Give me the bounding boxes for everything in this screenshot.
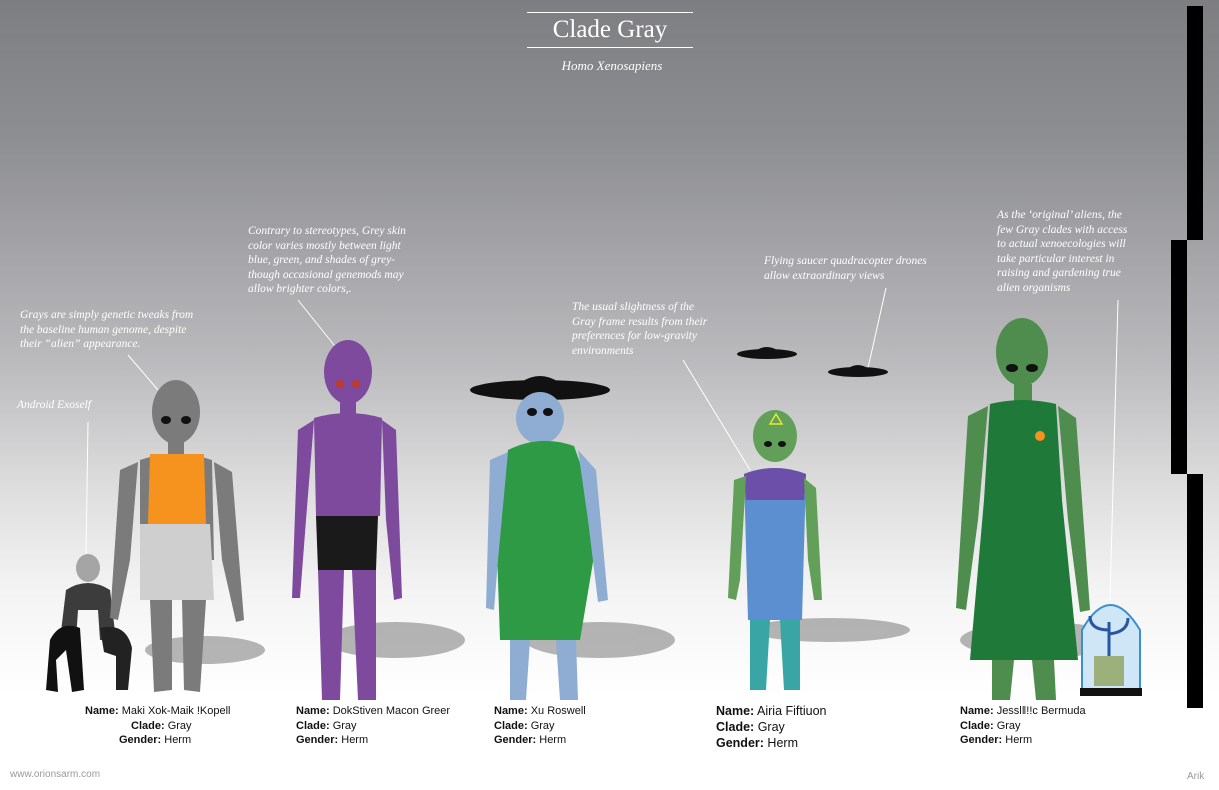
note-line: though occasional genemods may [248, 268, 404, 281]
note-frame: The usual slightness of the Gray frame r… [572, 300, 707, 358]
character-name: Maki Xok-Maik !Kopell [121, 705, 231, 717]
note-line: to actual xenoecologies will [997, 238, 1126, 250]
gender-field-label: Gender: [296, 734, 339, 746]
gender-field-label: Gender: [494, 734, 537, 746]
gender-field-label: Gender: [716, 736, 764, 750]
character-clade: Gray [530, 719, 555, 732]
title-rule-bottom [527, 47, 693, 48]
character-label-jessl: Name: Jesslǁ!!c Bermuda Clade: Gray Gend… [960, 704, 1086, 748]
character-clade: Gray [757, 720, 785, 734]
note-line: few Gray clades with access [997, 223, 1128, 236]
clade-field-label: Clade: [494, 719, 528, 732]
note-line: color varies mostly between light [248, 239, 401, 252]
character-gender: Herm [539, 734, 567, 746]
character-name: DokStiven Macon Greer [332, 705, 451, 717]
character-name: Xu Roswell [530, 705, 586, 717]
name-field-label: Name: [85, 705, 119, 717]
note-line: Grays are simply genetic tweaks from [20, 309, 194, 321]
clade-field-label: Clade: [296, 719, 330, 732]
gender-field-label: Gender: [119, 734, 162, 746]
character-gender: Herm [767, 736, 798, 750]
note-original: As the ‘original’ aliens, the few Gray c… [997, 208, 1127, 295]
note-line: The usual slightness of the [572, 301, 695, 313]
figure-airia [728, 410, 822, 690]
character-label-maki: Name: Maki Xok-Maik !Kopell Clade: Gray … [85, 704, 231, 748]
note-line: Gray frame results from their [572, 315, 708, 328]
clade-field-label: Clade: [716, 720, 755, 734]
note-line: As the ‘original’ aliens, the [997, 209, 1122, 221]
note-saucer: Flying saucer quadracopter drones allow … [764, 254, 927, 283]
note-grays: Grays are simply genetic tweaks from the… [20, 308, 193, 352]
note-line: allow brighter colors,. [248, 283, 352, 295]
figure-jessl [956, 318, 1090, 700]
note-line: take particular interest in [997, 252, 1115, 265]
artist-credit: Arik [1187, 771, 1205, 782]
note-line: Android Exoself [17, 399, 91, 411]
note-line: alien organisms [997, 281, 1071, 294]
clade-field-label: Clade: [960, 719, 994, 732]
character-clade: Gray [167, 719, 192, 732]
page-subtitle: Homo Xenosapiens [561, 58, 663, 73]
note-line: preferences for low-gravity [572, 330, 697, 342]
character-name: Airia Fiftiuon [757, 704, 827, 718]
scale-bar [1171, 6, 1203, 708]
note-line: allow extraordinary views [764, 269, 885, 282]
note-line: environments [572, 344, 634, 357]
saucer-drones [737, 347, 888, 377]
gender-field-label: Gender: [960, 734, 1003, 746]
character-gender: Herm [1005, 734, 1033, 746]
character-label-airia: Name: Airia Fiftiuon Clade: Gray Gender:… [716, 703, 827, 751]
note-line: Flying saucer quadracopter drones [764, 255, 927, 267]
note-exoself: Android Exoself [17, 398, 91, 413]
name-field-label: Name: [296, 705, 330, 717]
figure-dokstiven [292, 340, 402, 700]
note-line: Contrary to stereotypes, Grey skin [248, 225, 406, 237]
character-gender: Herm [341, 734, 369, 746]
character-label-dokstiven: Name: DokStiven Macon Greer Clade: Gray … [296, 704, 450, 748]
name-field-label: Name: [960, 705, 994, 717]
figure-xu [470, 376, 610, 700]
note-line: blue, green, and shades of grey- [248, 254, 396, 266]
name-field-label: Name: [494, 705, 528, 717]
note-line: the baseline human genome, despite [20, 323, 187, 336]
title-box: Clade Gray [527, 12, 693, 48]
character-label-xu: Name: Xu Roswell Clade: Gray Gender: Her… [494, 704, 586, 748]
note-line: their “alien” appearance. [20, 338, 141, 350]
plant-dome [1080, 604, 1142, 696]
clade-field-label: Clade: [131, 719, 165, 732]
android-exoself [46, 554, 132, 692]
note-skin: Contrary to stereotypes, Grey skin color… [248, 224, 406, 297]
character-clade: Gray [996, 719, 1021, 732]
callout-lines [85, 287, 1119, 601]
character-name: Jesslǁ!!c Bermuda [996, 705, 1086, 717]
page-title: Clade Gray [552, 16, 668, 43]
character-gender: Herm [164, 734, 192, 746]
site-credit: www.orionsarm.com [10, 769, 101, 780]
character-clade: Gray [332, 719, 357, 732]
name-field-label: Name: [716, 704, 755, 718]
note-line: raising and gardening true [997, 267, 1121, 279]
title-rule-top [527, 12, 693, 13]
figure-maki [110, 380, 244, 692]
